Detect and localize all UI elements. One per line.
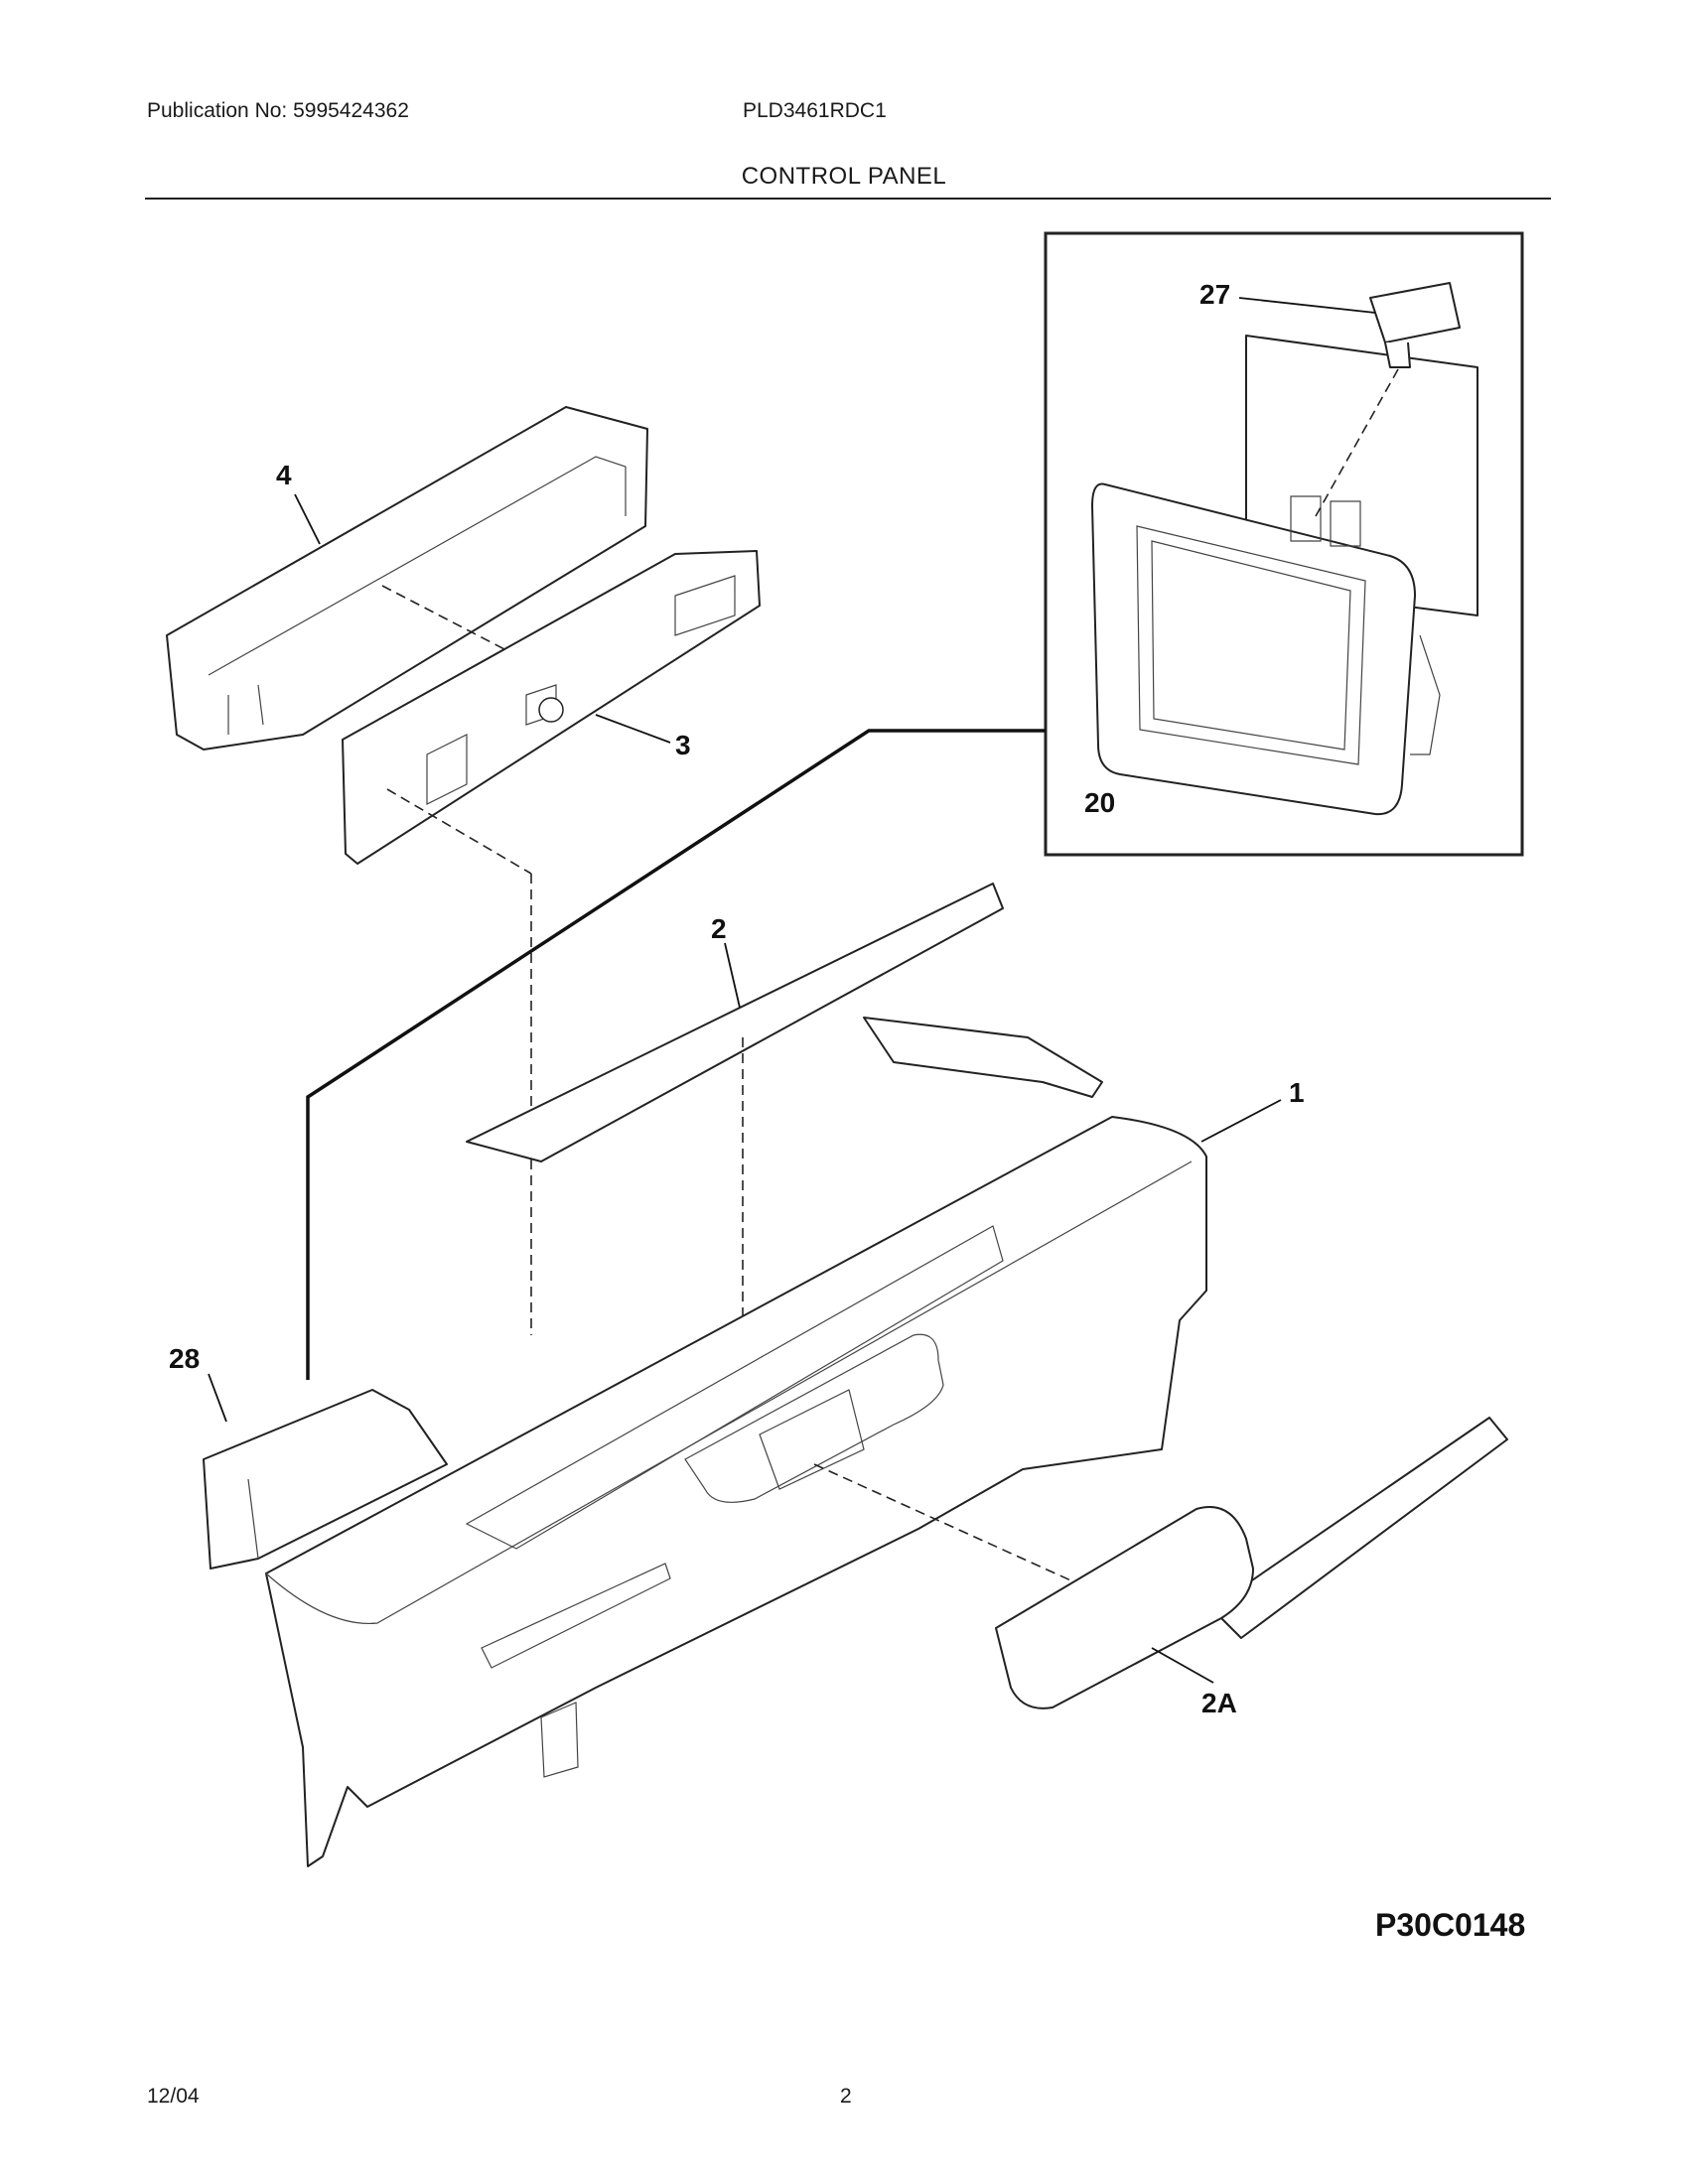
part-3-circuit-board — [342, 550, 761, 1335]
part-28-end-cap — [203, 1389, 448, 1570]
callout-20: 20 — [1084, 787, 1115, 818]
callout-1: 1 — [1289, 1077, 1305, 1108]
footer-date: 12/04 — [147, 2085, 200, 2108]
part-2-overlay — [466, 883, 1103, 1365]
part-1-control-panel — [265, 1116, 1207, 1867]
publication-number: Publication No: 5995424362 — [147, 99, 409, 122]
footer-page-number: 2 — [840, 2085, 852, 2108]
callout-2: 2 — [711, 913, 727, 944]
inset-connector-line — [306, 729, 1046, 1380]
part-4-bracket — [166, 406, 648, 751]
callout-4: 4 — [276, 460, 292, 490]
callout-2a: 2A — [1201, 1688, 1237, 1718]
leader-lines — [208, 493, 1282, 1684]
inset-box-part-20 — [1044, 231, 1524, 857]
callout-3: 3 — [675, 730, 691, 760]
model-number: PLD3461RDC1 — [743, 99, 887, 122]
part-2a-display — [995, 1417, 1508, 1709]
diagram-code: P30C0148 — [1375, 1907, 1525, 1943]
section-title: CONTROL PANEL — [741, 163, 947, 190]
callout-28: 28 — [169, 1343, 200, 1374]
callout-27: 27 — [1199, 279, 1230, 310]
header-rule — [145, 198, 1551, 200]
